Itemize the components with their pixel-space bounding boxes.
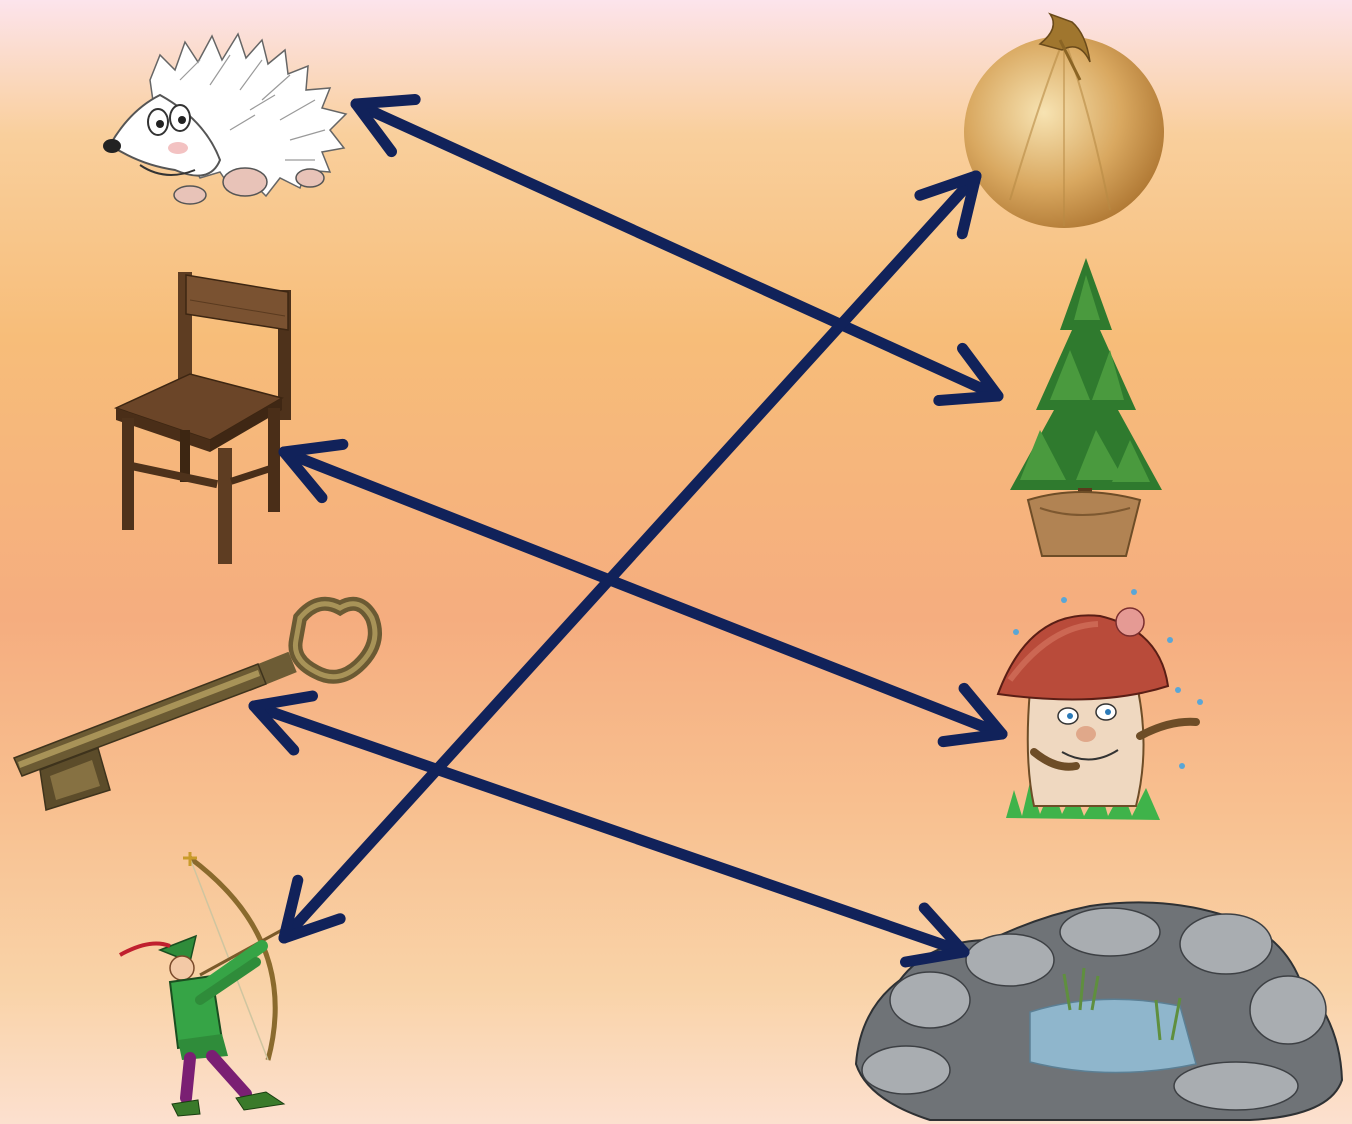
fir-tree-icon <box>1010 258 1162 557</box>
pond-icon <box>854 901 1344 1121</box>
arrow-hedgehog-to-fir-tree <box>350 98 1004 402</box>
arrowhead-mushroom <box>937 682 1008 748</box>
chair-icon <box>113 272 291 564</box>
arrow-archer-to-onion <box>278 170 982 944</box>
arrowhead-fir-tree <box>933 342 1004 407</box>
key-icon <box>12 596 382 811</box>
arrowhead-archer <box>278 874 346 944</box>
arrowhead-onion <box>914 170 982 240</box>
hedgehog-icon <box>103 32 348 205</box>
arrowhead-hedgehog <box>350 93 421 158</box>
archer-icon <box>119 852 286 1117</box>
mushroom-icon <box>996 589 1203 820</box>
arrow-key-to-pond <box>248 700 970 958</box>
arrow-chair-to-mushroom <box>278 446 1008 740</box>
onion-icon <box>964 12 1164 228</box>
arrowhead-key <box>248 690 318 756</box>
arrowhead-chair <box>278 438 349 504</box>
arrowhead-pond <box>900 902 970 968</box>
connection-arrows <box>248 93 1008 968</box>
